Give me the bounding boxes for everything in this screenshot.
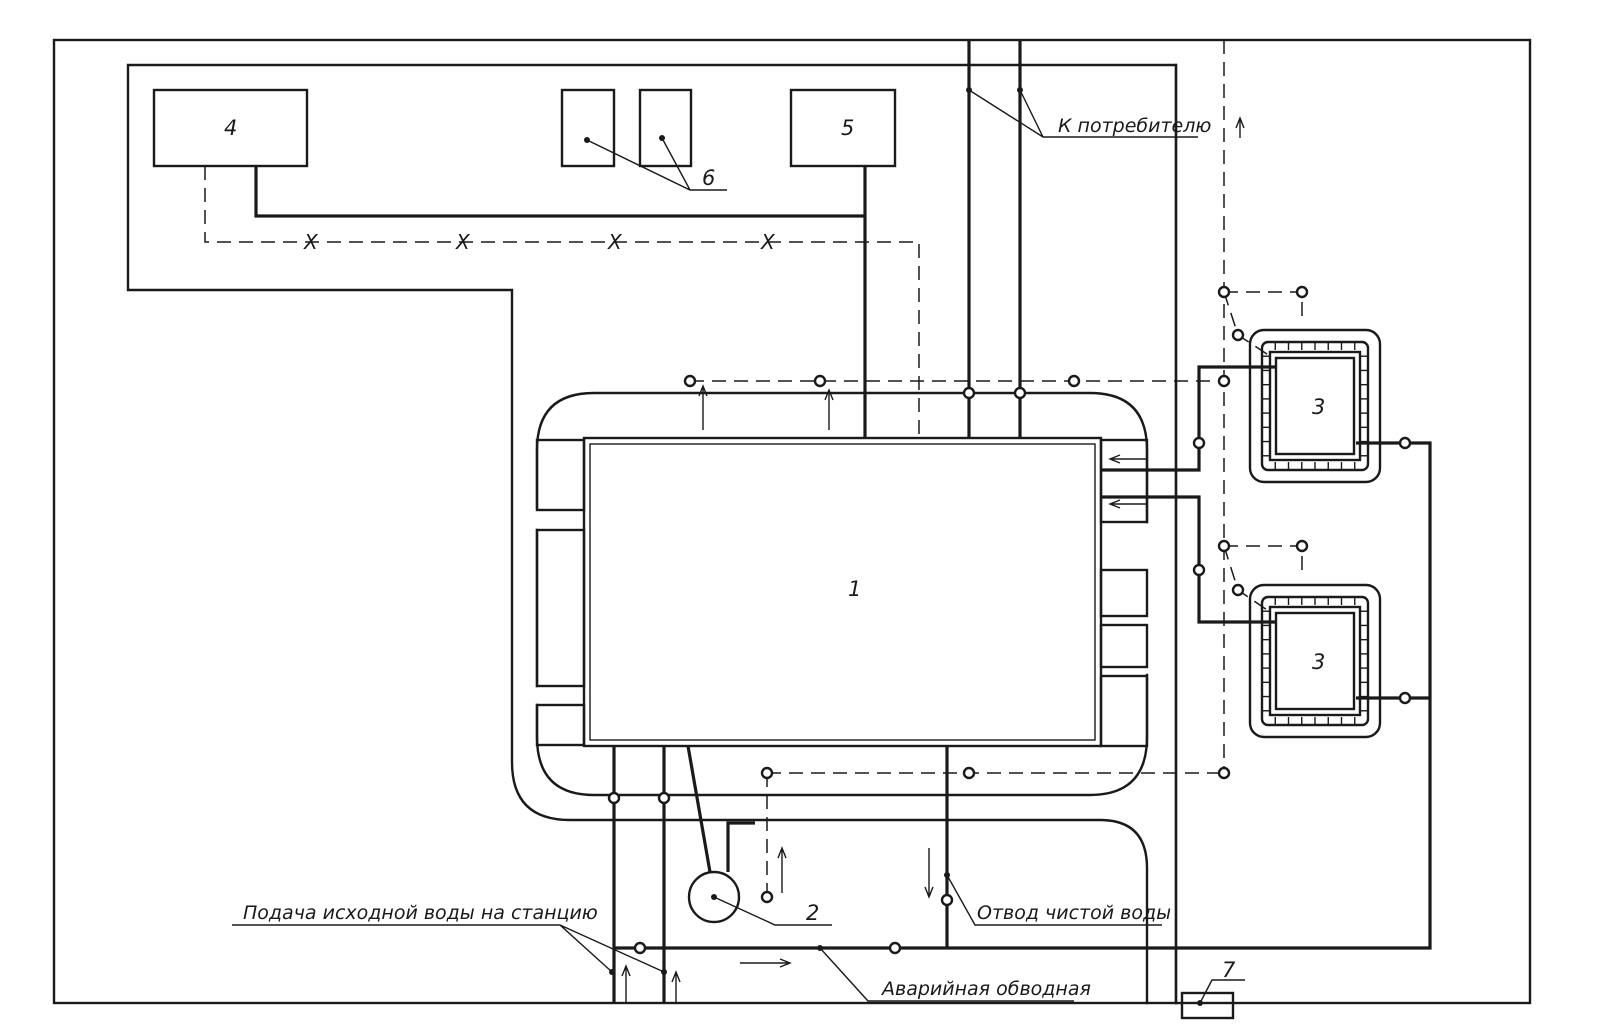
x-marker-3: X	[607, 230, 623, 254]
annex-left-top	[535, 438, 586, 512]
building-4	[152, 88, 309, 168]
callout-7: 7	[1222, 958, 1236, 982]
callout-6: 6	[702, 166, 715, 190]
building-6-right	[638, 88, 693, 168]
pipe-building4-to-1	[254, 166, 865, 218]
label-consumer: К потребителю	[1058, 115, 1211, 137]
pipe-pump-outlet	[726, 821, 755, 872]
label-bypass: Аварийная обводная	[880, 978, 1091, 1000]
building-5	[789, 88, 897, 168]
building-6-left	[560, 88, 616, 168]
dashed-lower-tank-link	[1224, 545, 1303, 578]
annex-right-bottom	[1099, 674, 1149, 748]
annex-right-mid1	[1099, 568, 1149, 618]
dashed-x-line	[204, 166, 920, 438]
tank-lower	[1248, 583, 1382, 739]
label-source-water: Подача исходной воды на станцию	[243, 902, 598, 924]
pipe-to-lower-tank	[1101, 495, 1276, 624]
pipe-bypass	[614, 441, 1432, 950]
road-ring-outer	[535, 391, 1149, 797]
drawing-frame	[52, 38, 1532, 1005]
building-7	[1180, 991, 1235, 1020]
callout-4: 4	[224, 116, 237, 140]
annex-right-mid2	[1099, 623, 1149, 669]
dashed-upper-tank-link	[1224, 291, 1303, 322]
flow-arrows	[621, 116, 1245, 1003]
callout-5: 5	[841, 116, 854, 140]
pipe-nodes	[607, 285, 1412, 955]
annex-left-bottom	[535, 703, 586, 747]
callout-3-lower: 3	[1312, 650, 1325, 674]
x-marker-1: X	[303, 230, 319, 254]
label-clean-water: Отвод чистой воды	[977, 902, 1171, 924]
pipe-pump-inlet	[686, 745, 712, 873]
pump	[687, 870, 741, 924]
annex-right-top	[1099, 438, 1149, 524]
callout-3-upper: 3	[1312, 395, 1325, 419]
annex-left-middle	[535, 528, 586, 688]
x-marker-2: X	[455, 230, 471, 254]
pipe-to-upper-tank	[1101, 365, 1276, 472]
x-marker-4: X	[760, 230, 776, 254]
leader-lines	[232, 87, 1245, 1006]
main-building-inner	[589, 443, 1096, 741]
main-building	[582, 436, 1103, 748]
callout-2: 2	[806, 901, 819, 925]
callout-1: 1	[848, 577, 861, 601]
